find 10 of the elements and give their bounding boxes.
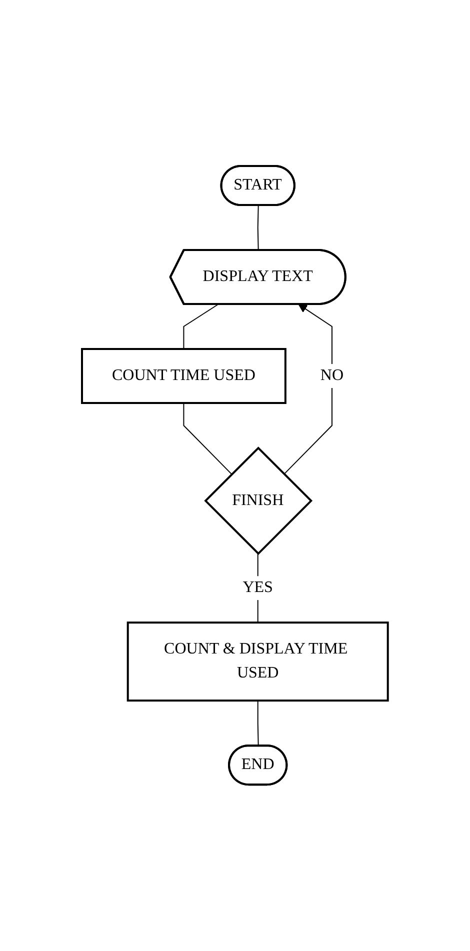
connector [257,205,259,252]
connector [183,304,218,350]
node-diamond: FINISH [204,446,313,556]
arrow [284,304,333,475]
connector [183,402,232,475]
edge-label: YES [242,579,274,596]
edge-label: NO [320,367,344,384]
connector [257,700,259,747]
node-box: COUNT TIME USED [81,348,286,404]
node-box: COUNT & DISPLAY TIME USED [126,622,389,702]
